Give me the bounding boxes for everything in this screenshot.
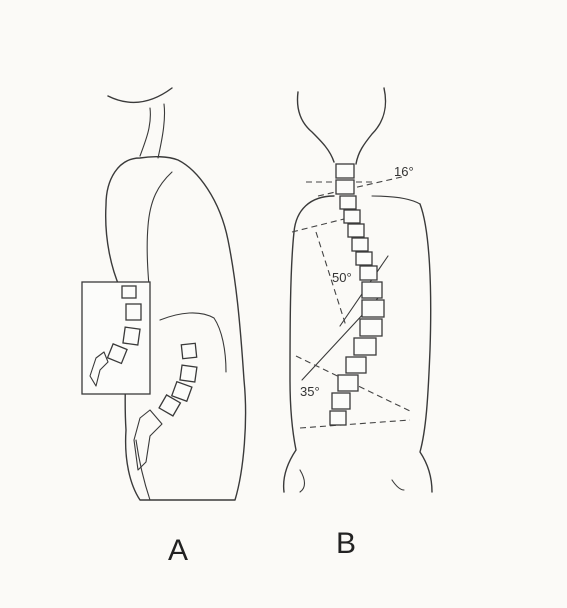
angle-label-16: 16° [394, 164, 414, 179]
panel-b-vertebra [360, 266, 377, 280]
panel-a-head-curve [108, 88, 172, 102]
angle-label-35: 35° [300, 384, 320, 399]
panel-b-vertebra [330, 411, 346, 425]
panel-a-drawing [82, 88, 246, 500]
panel-b-vertebra [340, 196, 356, 209]
panel-b-vertebra [332, 393, 350, 409]
panel-b-vertebra [360, 319, 382, 336]
panel-b-head [298, 88, 386, 164]
panel-a-inset-vertebra [126, 304, 141, 320]
panel-b-vertebra [362, 282, 382, 298]
panel-a-vertebra [172, 382, 192, 402]
panel-a-scapula-line [147, 172, 172, 298]
panel-b-vertebra [336, 164, 354, 178]
panel-a-neck [140, 104, 165, 158]
panel-label-a: A [168, 534, 188, 567]
panel-b-hip-bumps [300, 470, 404, 492]
panel-b-drawing: 16° 50° 35° [284, 88, 432, 492]
panel-b-vertebra [356, 252, 372, 265]
panel-b-vertebra [352, 238, 368, 251]
panel-b-shoulder [372, 196, 420, 204]
panel-b-vertebra [336, 180, 354, 194]
panel-b-vertebra [346, 357, 366, 373]
angle-label-50: 50° [332, 270, 352, 285]
panel-b-vertebra [338, 375, 358, 391]
panel-a-vertebra [180, 365, 197, 382]
panel-b-vertebra [348, 224, 364, 237]
panel-a-inset-box [82, 282, 150, 394]
panel-a-vertebra [181, 343, 196, 358]
panel-b-vertebra [362, 300, 384, 317]
panel-a-inset-vertebra [123, 327, 140, 345]
panel-b-vertebra [354, 338, 376, 355]
panel-b-vertebra [344, 210, 360, 223]
panel-a-inset-vertebra [122, 286, 136, 298]
panel-label-b: B [336, 527, 356, 560]
panel-b-angle-line [318, 176, 406, 196]
panel-a-sacrum [134, 410, 162, 470]
panel-b-angle-line [300, 420, 410, 428]
panel-a-waist-line [160, 313, 226, 372]
